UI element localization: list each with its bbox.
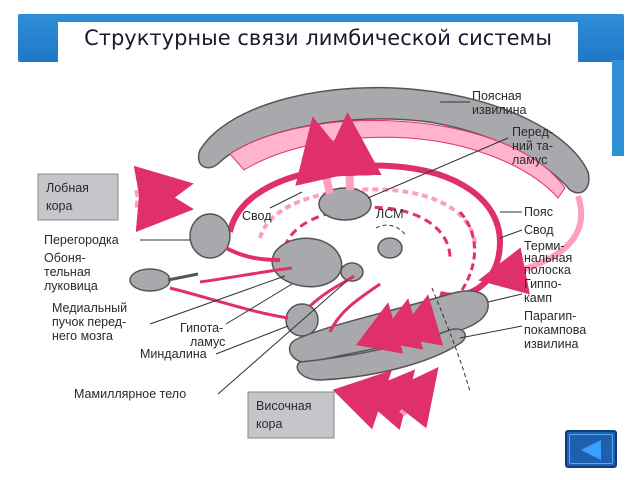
cingulum-label: Пояс: [524, 205, 553, 219]
temporal-cortex-label-2: кора: [256, 417, 283, 431]
pathway-mfb: [199, 266, 293, 284]
amygdala-label: Миндалина: [140, 347, 207, 361]
dashed-path-2: [375, 224, 407, 237]
pathway-septum-hypothalamus: [225, 246, 281, 262]
pathway-stria: [458, 210, 476, 291]
anterior-thalamus-label-1: Перед-: [512, 125, 553, 139]
dashed-path-1: [431, 287, 471, 393]
olfactory-bulb-label-2: тельная: [44, 265, 91, 279]
lsm-shape: [377, 237, 403, 259]
pathway-olfactory-amygdala: [169, 286, 289, 320]
septum-label: Перегородка: [44, 233, 119, 247]
back-arrow-icon: [581, 440, 601, 460]
hypothalamus-label-2: ламус: [190, 335, 225, 349]
stria-terminalis-label-2: нальная: [524, 251, 572, 265]
back-button[interactable]: [565, 430, 617, 468]
temporal-cortex-box: [247, 391, 335, 439]
septum-shape: [189, 213, 231, 259]
fornix-inner-label: Свод: [242, 209, 272, 223]
stria-terminalis-label-1: Терми-: [524, 239, 565, 253]
parahip-arrow-2: [375, 298, 424, 350]
title-box: Структурные связи лимбической системы: [58, 22, 578, 62]
hypothalamus-label-1: Гипота-: [180, 321, 223, 335]
limbic-system-diagram: Лобная кора Височная кора Перегородка Об…: [37, 86, 590, 439]
olfactory-bulb-shape: [129, 268, 171, 292]
slide-title: Структурные связи лимбической системы: [84, 26, 552, 50]
frontal-cortex-box: [37, 173, 119, 221]
temporal-cortex-label-1: Височная: [256, 399, 312, 413]
back-button-bevel: [569, 434, 613, 464]
pathway-hippo-loop: [328, 282, 381, 333]
parahip-arrow-3: [395, 294, 444, 346]
right-accent-strip: [612, 60, 624, 156]
mfb-label-3: него мозга: [52, 329, 113, 343]
mamillary-body-label: Мамиллярное тело: [74, 387, 186, 401]
cingulum-arrow-down: [478, 195, 585, 295]
lsm-label: ЛСМ: [376, 207, 404, 221]
anterior-thalamus-shape: [318, 187, 372, 221]
stria-terminalis-label-3: полоска: [524, 263, 571, 277]
fornix-right-label: Свод: [524, 223, 554, 237]
thalamus-arrow-up-2: [317, 112, 382, 191]
frontal-cortex-label-1: Лобная: [46, 181, 89, 195]
pathway-amygdala-hypo: [308, 274, 355, 308]
mfb-label-1: Медиальный: [52, 301, 127, 315]
mamillary-body-shape: [340, 262, 364, 282]
cingulate-gyrus-label-1: Поясная: [472, 89, 522, 103]
temporal-arrow-1: [332, 370, 392, 430]
olfactory-bulb-label-1: Обоня-: [44, 251, 86, 265]
parahippocampal-label-1: Парагип-: [524, 309, 576, 323]
mfb-label-2: пучок перед-: [52, 315, 126, 329]
temporal-arrow-3: [382, 366, 439, 429]
parahippocampal-label-3: извилина: [524, 337, 579, 351]
temporal-arrow-2: [357, 369, 416, 431]
olfactory-bulb-label-3: луковица: [44, 279, 98, 293]
anterior-thalamus-label-3: ламус: [512, 153, 547, 167]
frontal-arrow-1: [133, 165, 194, 221]
frontal-arrow-2: [134, 176, 194, 233]
parahip-arrow-1: [355, 302, 404, 354]
parahippocampal-label-2: покампова: [524, 323, 586, 337]
hypothalamus-shape: [271, 237, 343, 288]
hippocampus-label-2: камп: [524, 291, 552, 305]
hippocampus-label-1: Гиппо-: [524, 277, 562, 291]
anterior-thalamus-label-2: ний та-: [512, 139, 553, 153]
cingulate-gyrus-label-2: извилина: [472, 103, 527, 117]
frontal-cortex-label-2: кора: [46, 199, 73, 213]
fornix-loop: [227, 162, 504, 299]
